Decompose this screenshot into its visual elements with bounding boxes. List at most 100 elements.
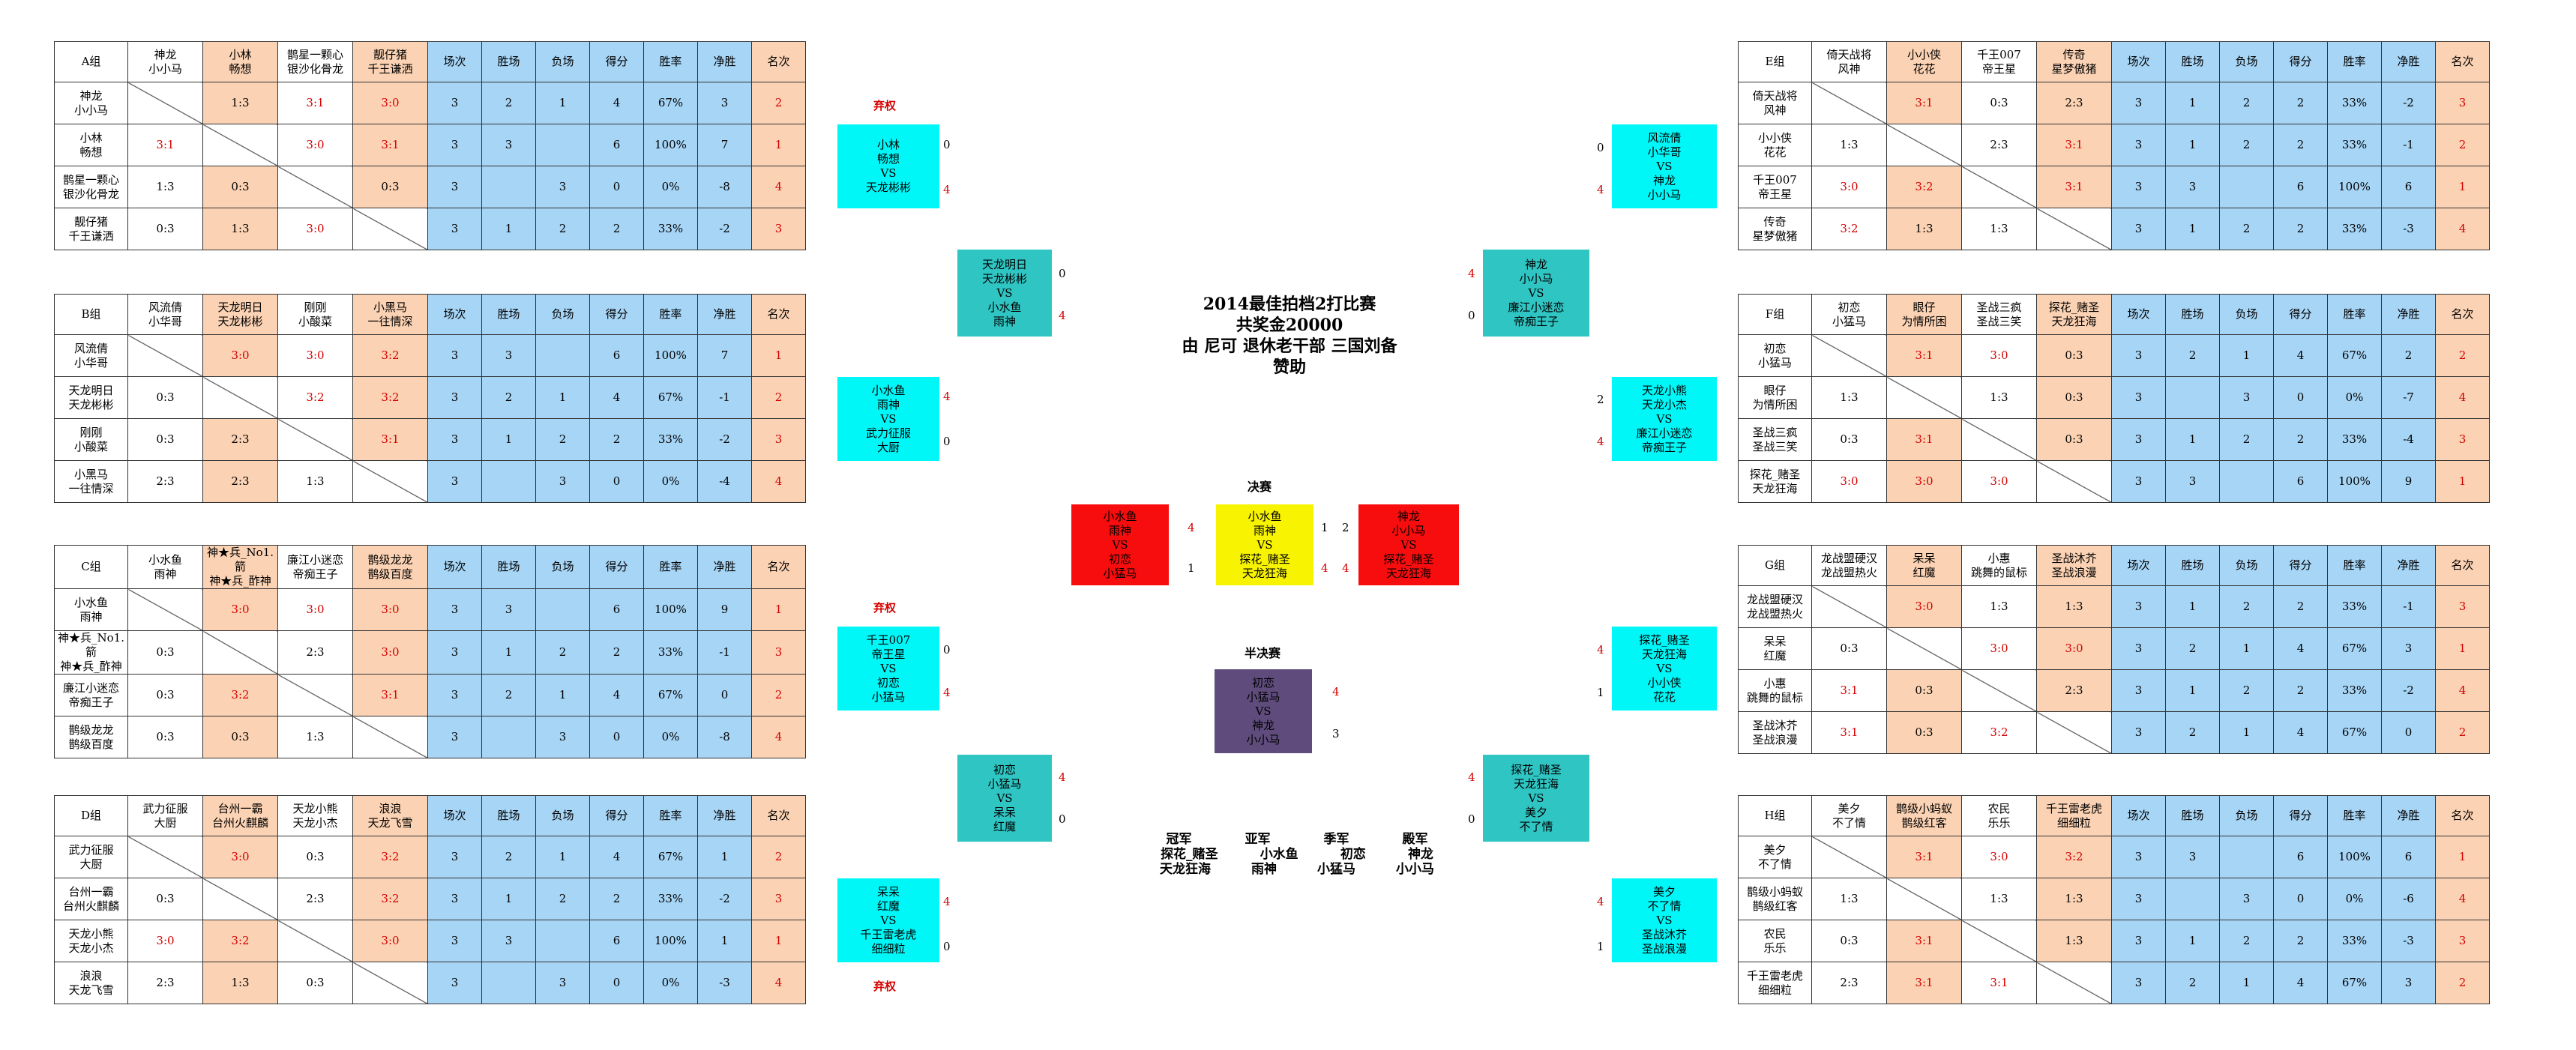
score-cell: 3:1 — [1886, 418, 1962, 461]
score-cell: 1:3 — [277, 460, 353, 503]
stat-header: 名次 — [751, 545, 806, 589]
score-cell: 1:3 — [1811, 878, 1887, 920]
stat-cell: 0 — [589, 716, 644, 758]
placings-labels: 冠军 亚军 季军 殿军 — [1140, 832, 1454, 847]
score-third-b: 3 — [1332, 727, 1340, 740]
match-box-qf-1: 天龙明日 天龙彬彬 VS 小水鱼 雨神 — [957, 250, 1052, 337]
score-final-b: 4 — [1321, 561, 1328, 575]
stat-cell: 3 — [2111, 418, 2166, 461]
stat-cell: 100% — [2327, 836, 2382, 878]
diagonal-cell — [1811, 82, 1887, 124]
score-cell: 3:0 — [277, 334, 353, 377]
stat-cell: 6 — [589, 124, 644, 166]
stat-cell: 67% — [643, 376, 698, 419]
diagonal-cell — [352, 208, 428, 250]
stat-cell: -2 — [697, 878, 752, 920]
title-line-3: 由 尼可 退休老干部 三国刘备 — [1182, 337, 1397, 356]
score-sf-1-a: 4 — [1188, 521, 1195, 534]
row-team-name: 神★兵_No1.箭 神★兵_酢神 — [54, 630, 128, 675]
group-table-g: G组龙战盟硬汉 龙战盟热火呆呆 红魔小惠 跳舞的鼠标圣战沐芥 圣战浪漫场次胜场负… — [1738, 545, 2490, 754]
score-cell: 2:3 — [127, 962, 203, 1004]
stat-header: 场次 — [2111, 41, 2166, 82]
stat-header: 胜率 — [643, 41, 698, 82]
row-team-name: 倚天战将 风神 — [1738, 82, 1812, 124]
score-cell: 3:0 — [1961, 460, 2037, 503]
stat-cell: 33% — [2327, 82, 2382, 124]
stat-cell: 2 — [2219, 920, 2274, 962]
score-cell: 3:0 — [202, 836, 278, 878]
score-cell: 3:0 — [202, 588, 278, 631]
row-team-name: 圣战三疯 圣战三笑 — [1738, 418, 1812, 461]
row-team-name: 小小侠 花花 — [1738, 124, 1812, 166]
score-third-a: 4 — [1332, 685, 1340, 699]
diagonal-cell — [1961, 166, 2037, 208]
stat-header: 负场 — [2219, 795, 2274, 836]
stat-header: 负场 — [535, 545, 590, 589]
score-cell: 0:3 — [127, 418, 203, 461]
stat-cell: 3 — [427, 208, 482, 250]
stat-cell: 2 — [2219, 124, 2274, 166]
stat-cell: 0 — [589, 460, 644, 503]
row-team-name: 风流倩 小华哥 — [54, 334, 128, 377]
stat-cell: 33% — [643, 418, 698, 461]
score-qf-3-b: 0 — [1468, 309, 1475, 322]
score-r1-6-a: 2 — [1597, 393, 1604, 406]
row-team-name: 鹊级小蚂蚁 鹊级红客 — [1738, 878, 1812, 920]
stat-cell: 3 — [2111, 166, 2166, 208]
stat-cell: 3 — [427, 334, 482, 377]
stat-cell: 9 — [697, 588, 752, 631]
team-header: 眼仔 为情所困 — [1886, 294, 1962, 335]
row-team-name: 天龙明日 天龙彬彬 — [54, 376, 128, 419]
diagonal-cell — [127, 334, 203, 377]
stat-cell: 2 — [2381, 334, 2436, 377]
semifinal-box-right: 神龙 小小马 VS 探花_赌圣 天龙狂海 — [1358, 504, 1459, 585]
stat-cell: 9 — [2381, 460, 2436, 503]
score-cell: 3:0 — [2036, 627, 2112, 670]
stat-cell: 1 — [751, 334, 806, 377]
stat-cell: 67% — [643, 674, 698, 716]
stat-cell: 3 — [427, 166, 482, 208]
team-header: 廉江小迷恋 帝痴王子 — [277, 545, 353, 589]
team-header: 靓仔猪 千王谦洒 — [352, 41, 428, 82]
stat-cell: 4 — [2435, 878, 2490, 920]
match-box-qf-3: 神龙 小小马 VS 廉江小迷恋 帝痴王子 — [1483, 250, 1589, 337]
score-cell: 2:3 — [202, 460, 278, 503]
stat-cell: 4 — [2273, 711, 2328, 754]
stat-cell: 1 — [2165, 669, 2220, 712]
placing-name-3b: 小猛马 — [1317, 862, 1355, 877]
stat-header: 场次 — [2111, 795, 2166, 836]
row-team-name: 小黑马 一往情深 — [54, 460, 128, 503]
stat-cell: 1 — [2435, 627, 2490, 670]
stat-header: 胜场 — [2165, 41, 2220, 82]
score-cell: 0:3 — [127, 674, 203, 716]
stat-header: 得分 — [589, 294, 644, 335]
stat-cell: 3 — [481, 334, 536, 377]
stat-cell: 4 — [589, 82, 644, 124]
diagonal-cell — [352, 460, 428, 503]
third-place-label: 半决赛 — [1245, 646, 1281, 660]
score-cell: 0:3 — [127, 716, 203, 758]
stat-header: 名次 — [751, 294, 806, 335]
diagonal-cell — [2036, 711, 2112, 754]
score-cell: 3:0 — [1961, 627, 2037, 670]
group-name: B组 — [54, 294, 128, 335]
stat-cell: 2 — [481, 82, 536, 124]
diagonal-cell — [202, 878, 278, 920]
diagonal-cell — [202, 630, 278, 675]
stat-header: 场次 — [2111, 294, 2166, 335]
stat-cell: 0% — [2327, 376, 2382, 419]
diagonal-cell — [277, 418, 353, 461]
stat-header: 名次 — [2435, 294, 2490, 335]
stat-cell: 1 — [2435, 166, 2490, 208]
placing-label-4: 殿军 — [1402, 832, 1428, 847]
